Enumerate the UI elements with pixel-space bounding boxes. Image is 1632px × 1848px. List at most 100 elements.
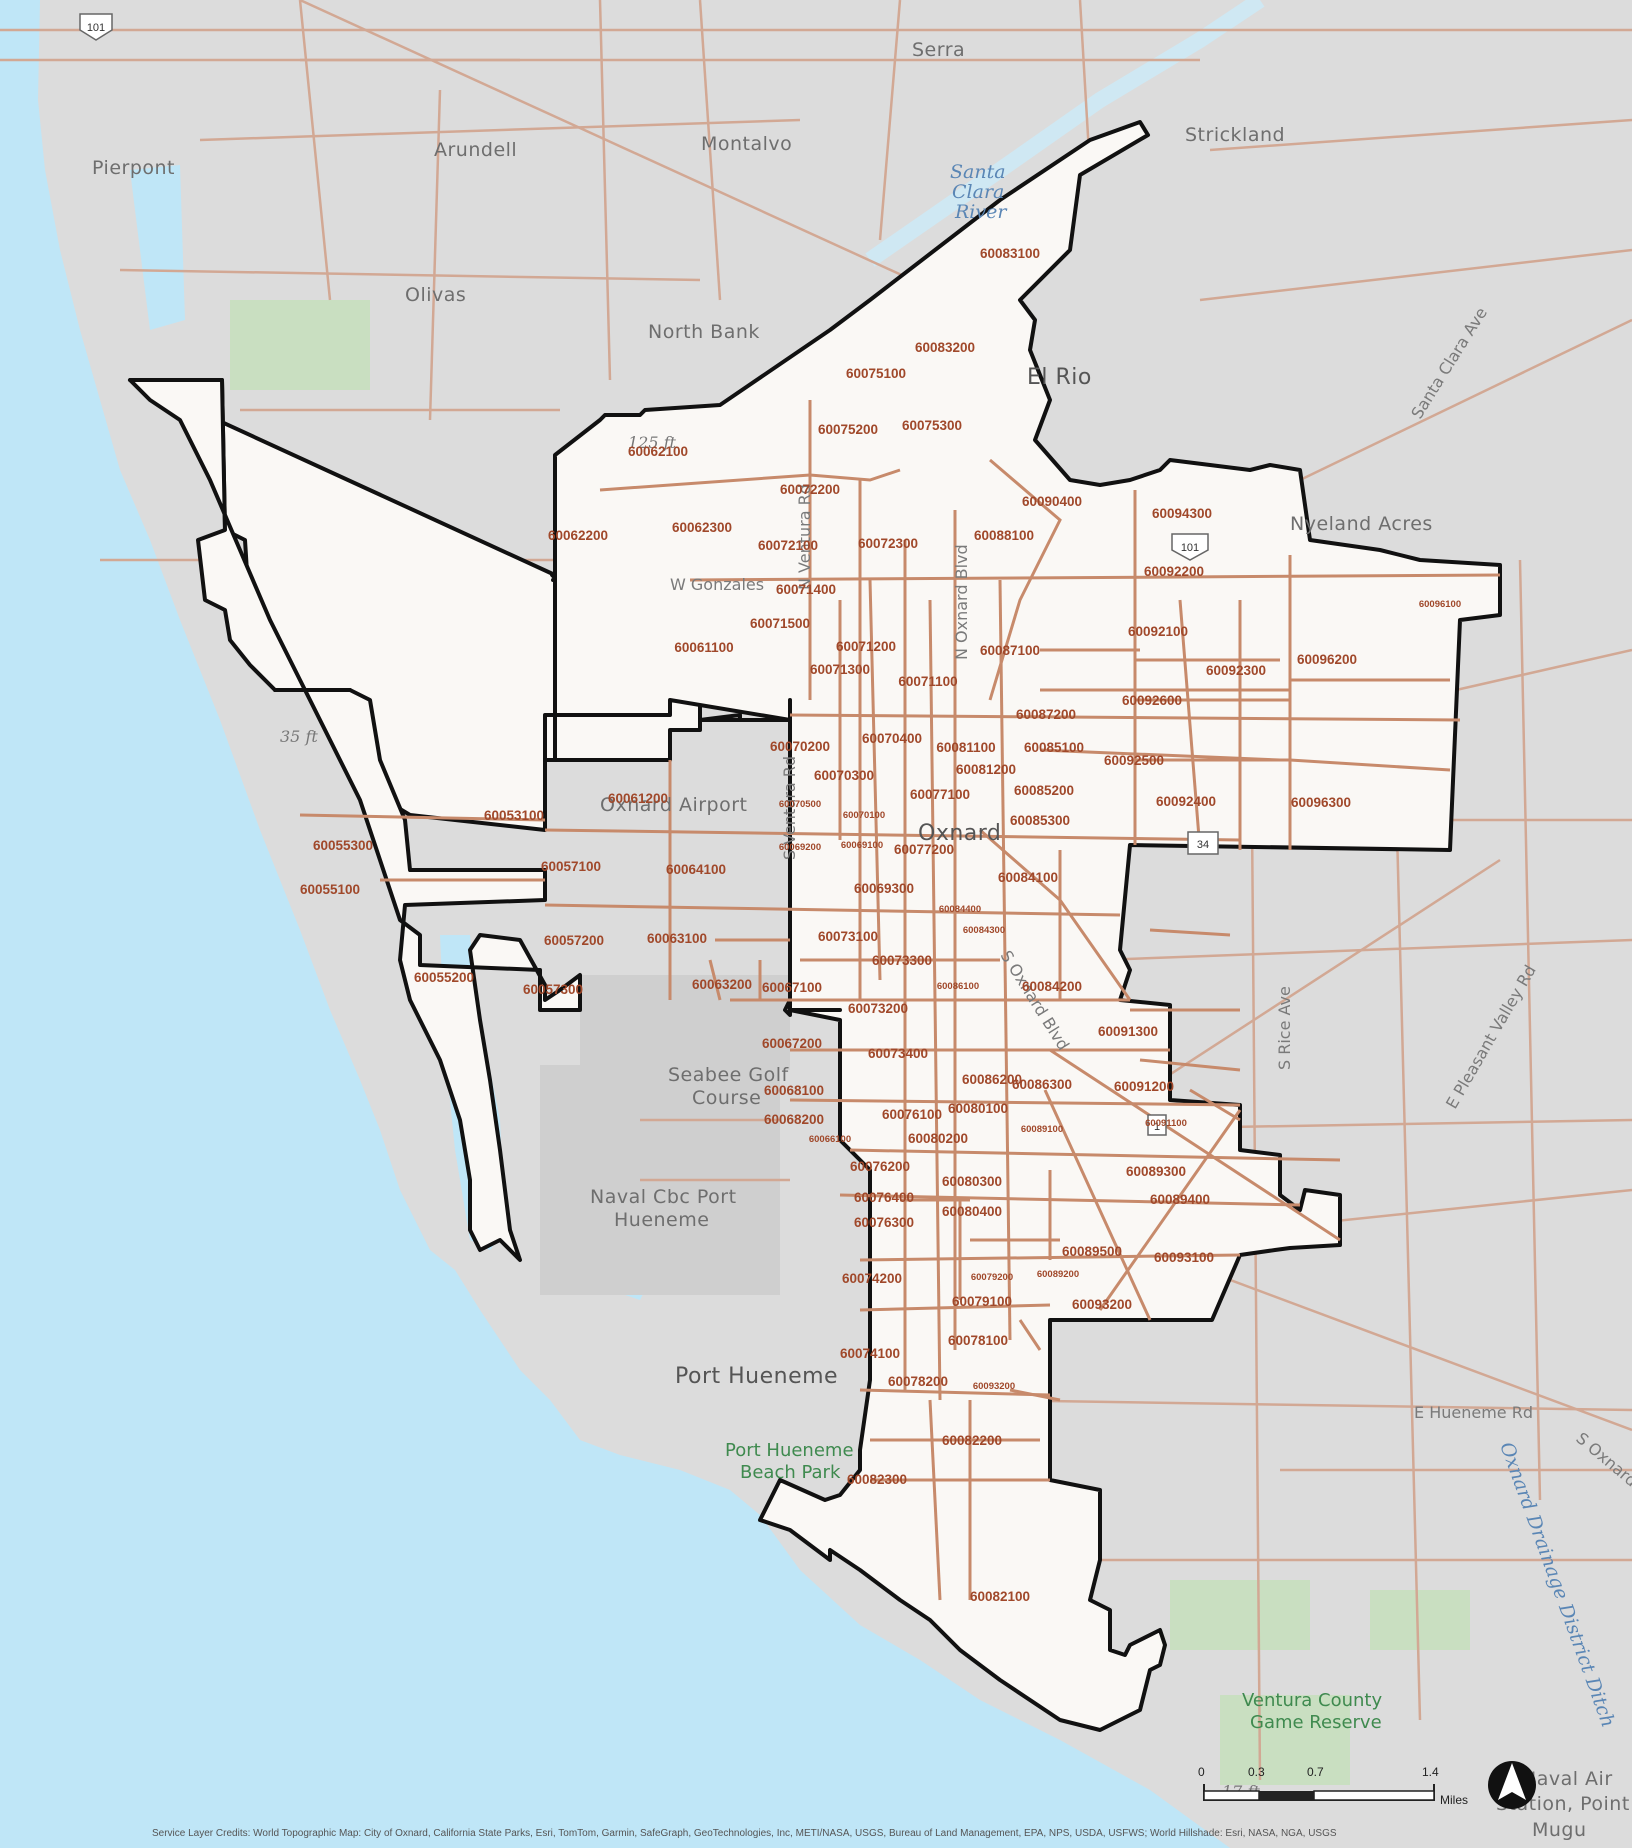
tract-label-60061100: 60061100 xyxy=(674,640,733,655)
tract-label-60069100: 60069100 xyxy=(841,840,883,851)
tract-label-60070200: 60070200 xyxy=(770,739,830,754)
attribution-credits: Service Layer Credits: World Topographic… xyxy=(152,1828,1337,1839)
tract-label-60067200: 60067200 xyxy=(762,1036,822,1051)
tract-label-60070100: 60070100 xyxy=(843,810,885,821)
tract-label-60089300: 60089300 xyxy=(1126,1164,1186,1179)
place-serra: Serra xyxy=(912,39,965,61)
place-el-rio: El Rio xyxy=(1027,365,1092,390)
tract-label-60071200: 60071200 xyxy=(836,639,896,654)
tract-label-60074100: 60074100 xyxy=(840,1346,900,1361)
tract-label-60055300: 60055300 xyxy=(313,838,373,853)
tract-label-60089100: 60089100 xyxy=(1021,1124,1063,1135)
svg-text:Beach Park: Beach Park xyxy=(740,1462,841,1483)
tract-label-60096300: 60096300 xyxy=(1291,795,1351,810)
tract-label-60074200: 60074200 xyxy=(842,1271,902,1286)
place-arundell: Arundell xyxy=(434,139,517,161)
tract-label-60090400: 60090400 xyxy=(1022,494,1082,509)
park-labels: Port Hueneme Beach Park Ventura County G… xyxy=(725,1440,1382,1733)
tract-label-60094300: 60094300 xyxy=(1152,506,1212,521)
svg-text:34: 34 xyxy=(1197,839,1209,851)
coastal-boundary xyxy=(128,378,582,1262)
tract-label-60083200: 60083200 xyxy=(915,340,975,355)
place-port-hueneme: Port Hueneme xyxy=(675,1364,838,1389)
tract-label-60078100: 60078100 xyxy=(948,1333,1008,1348)
tract-label-60057100: 60057100 xyxy=(541,859,601,874)
tract-label-60055100: 60055100 xyxy=(300,882,360,897)
tract-label-60073200: 60073200 xyxy=(848,1001,908,1016)
svg-text:Game Reserve: Game Reserve xyxy=(1250,1712,1382,1733)
tract-label-60082200: 60082200 xyxy=(942,1433,1002,1448)
hwy-34-shield: 34 xyxy=(1187,831,1219,855)
tract-label-60069300: 60069300 xyxy=(854,881,914,896)
tract-label-60096200: 60096200 xyxy=(1297,652,1357,667)
tract-label-60061200: 60061200 xyxy=(608,791,668,806)
tract-lines xyxy=(299,400,1501,1601)
tract-label-60063200: 60063200 xyxy=(692,977,752,992)
tract-label-60076100: 60076100 xyxy=(882,1107,942,1122)
svg-text:0: 0 xyxy=(1198,1765,1205,1779)
svg-text:125 ft: 125 ft xyxy=(628,433,677,452)
tract-label-60091300: 60091300 xyxy=(1098,1024,1158,1039)
tract-label-60070400: 60070400 xyxy=(862,731,922,746)
elevation-labels: 125 ft 35 ft 17 ft xyxy=(280,433,1260,1801)
tract-label-60086300: 60086300 xyxy=(1012,1077,1072,1092)
santa-clara-river xyxy=(865,0,1265,267)
tract-label-60076300: 60076300 xyxy=(854,1215,914,1230)
svg-text:Miles: Miles xyxy=(1440,1793,1468,1807)
place-montalvo: Montalvo xyxy=(701,133,792,155)
tract-label-60081100: 60081100 xyxy=(936,740,995,755)
tract-label-60066100: 60066100 xyxy=(809,1134,851,1145)
tract-label-60080100: 60080100 xyxy=(948,1101,1008,1116)
tract-label-60087100: 60087100 xyxy=(980,643,1040,658)
tract-label-60076200: 60076200 xyxy=(850,1159,910,1174)
tract-label-60089500: 60089500 xyxy=(1062,1244,1122,1259)
tract-label-60071400: 60071400 xyxy=(776,582,836,597)
tract-label-60070500: 60070500 xyxy=(779,799,821,810)
hwy-1-shield: 1 xyxy=(1147,1114,1167,1136)
tract-label-60092100: 60092100 xyxy=(1128,624,1188,639)
place-labels: Serra Strickland Pierpont Arundell Monta… xyxy=(92,39,1629,1841)
place-hueneme: Hueneme xyxy=(614,1209,709,1231)
tract-label-60072200: 60072200 xyxy=(780,482,840,497)
tract-label-60068200: 60068200 xyxy=(764,1112,824,1127)
tract-label-60073300: 60073300 xyxy=(872,953,932,968)
svg-text:E Hueneme Rd: E Hueneme Rd xyxy=(1414,1403,1533,1422)
tract-label-60078200: 60078200 xyxy=(888,1374,948,1389)
svg-text:101: 101 xyxy=(87,22,105,34)
tract-label-60092600: 60092600 xyxy=(1122,693,1182,708)
tract-label-60064100: 60064100 xyxy=(666,862,726,877)
tract-label-60063100: 60063100 xyxy=(647,931,707,946)
svg-text:Santa: Santa xyxy=(950,161,1006,183)
tract-label-60084200: 60084200 xyxy=(1022,979,1082,994)
svg-text:101: 101 xyxy=(1181,542,1199,554)
tract-label-60057200: 60057200 xyxy=(544,933,604,948)
tract-label-60092500: 60092500 xyxy=(1104,753,1164,768)
svg-text:N Oxnard Blvd: N Oxnard Blvd xyxy=(952,544,971,660)
tract-label-60081200: 60081200 xyxy=(956,762,1016,777)
green-area xyxy=(230,300,370,390)
scale-bar: 0 0.3 0.7 1.4 Miles xyxy=(1198,1765,1468,1807)
place-seabee-golf: Seabee Golf xyxy=(668,1064,789,1086)
tract-label-60085200: 60085200 xyxy=(1014,783,1074,798)
tract-label-60053100: 60053100 xyxy=(484,808,544,823)
tract-label-60079100: 60079100 xyxy=(952,1294,1012,1309)
ventura-county-game-reserve-area xyxy=(1220,1695,1350,1785)
tract-label-60093200: 60093200 xyxy=(973,1381,1015,1392)
place-course: Course xyxy=(692,1087,761,1109)
tract-label-60075300: 60075300 xyxy=(902,418,962,433)
golf-course-area xyxy=(580,975,790,1070)
green-area xyxy=(1370,1590,1470,1650)
tract-label-60093200: 60093200 xyxy=(1072,1297,1132,1312)
place-naval-air: Naval Air xyxy=(1522,1768,1613,1790)
tract-label-60070300: 60070300 xyxy=(814,768,874,783)
tract-label-60062300: 60062300 xyxy=(672,520,732,535)
tract-label-60086100: 60086100 xyxy=(937,981,979,992)
place-oxnard-airport: Oxnard Airport xyxy=(600,794,748,816)
tract-label-60073400: 60073400 xyxy=(868,1046,928,1061)
tract-label-60092400: 60092400 xyxy=(1156,794,1216,809)
svg-text:W Gonzales: W Gonzales xyxy=(670,575,764,594)
tract-label-60069200: 60069200 xyxy=(779,842,821,853)
svg-text:River: River xyxy=(954,201,1008,223)
